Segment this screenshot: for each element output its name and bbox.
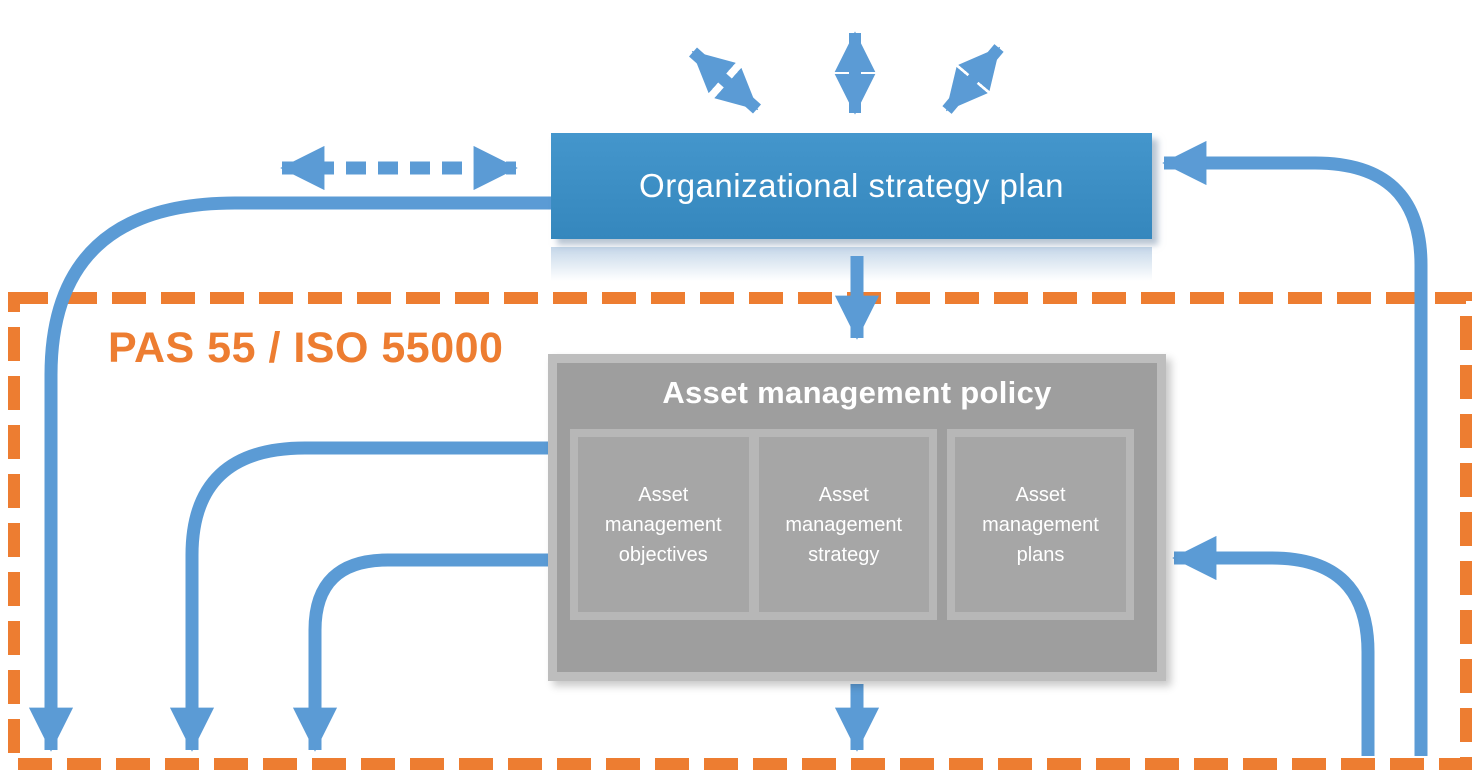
organizational-strategy-plan-box: Organizational strategy plan bbox=[551, 133, 1152, 239]
org-to-bottom-left-curve-arrow bbox=[28, 196, 556, 752]
organizational-strategy-plan-label: Organizational strategy plan bbox=[639, 167, 1064, 204]
policy-cells-frame-left: Asset management objectives Asset manage… bbox=[570, 429, 937, 620]
pas-iso-dashed-border bbox=[8, 292, 1472, 770]
asset-management-plans-cell: Asset management plans bbox=[955, 437, 1126, 612]
asset-management-policy-title: Asset management policy bbox=[662, 375, 1052, 410]
external-exchange-diagonal-right-arrow bbox=[942, 44, 1004, 114]
external-exchange-diagonal-left-arrow bbox=[689, 47, 761, 114]
strategy-to-bottom-curve-arrow bbox=[292, 553, 552, 752]
pas-iso-framework-label: PAS 55 / ISO 55000 bbox=[108, 324, 504, 372]
objectives-to-bottom-curve-arrow bbox=[169, 441, 552, 752]
bottom-to-org-right-curve-arrow bbox=[1162, 140, 1428, 756]
asset-management-policy-box: Asset management policy Asset management… bbox=[548, 354, 1166, 681]
asset-management-objectives-cell: Asset management objectives bbox=[578, 437, 749, 612]
bottom-to-policy-right-curve-arrow bbox=[1172, 535, 1375, 756]
policy-cells-frame-right: Asset management plans bbox=[947, 429, 1134, 620]
asset-management-strategy-cell: Asset management strategy bbox=[758, 437, 929, 612]
